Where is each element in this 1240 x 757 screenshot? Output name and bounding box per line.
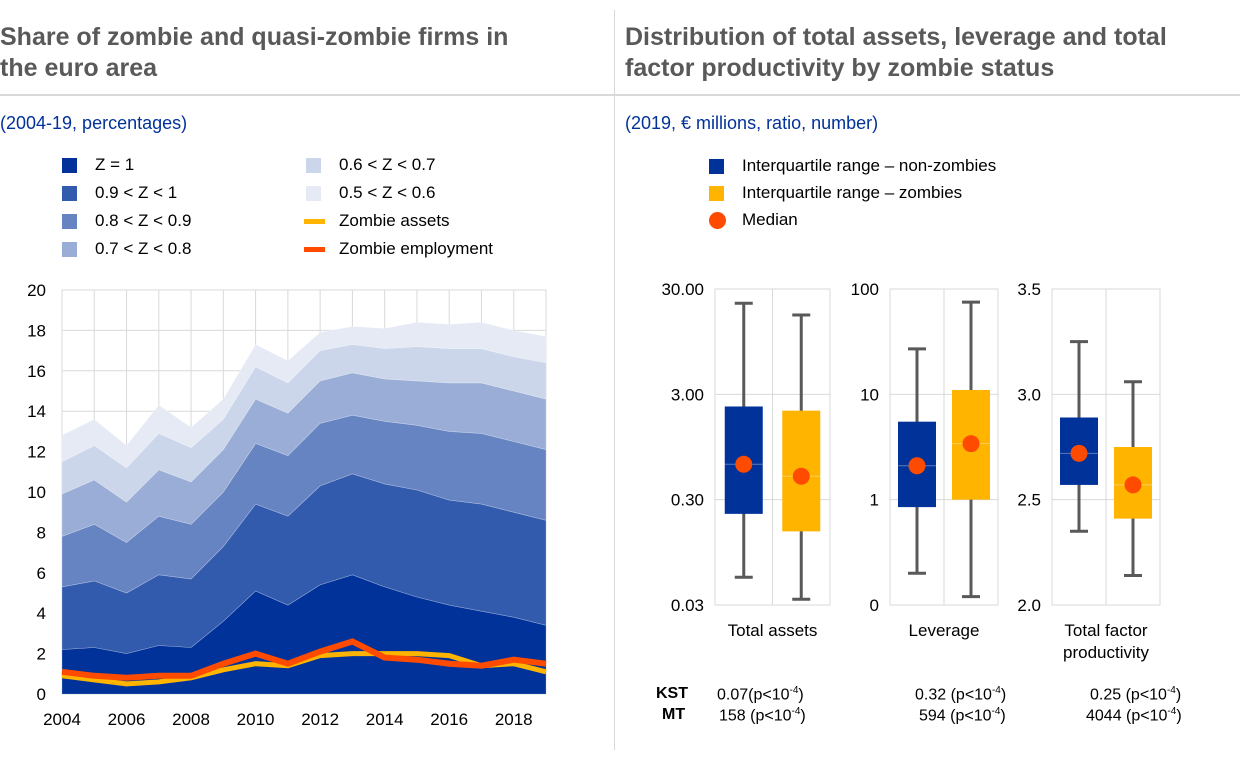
box-non-zombies — [898, 347, 936, 575]
box-zombies — [1114, 380, 1152, 578]
mt-stat-tfp: 4044 (p<10-4) — [1086, 706, 1182, 725]
line-series-zombie-employment — [61, 638, 547, 681]
x-tick-label: 2004 — [43, 710, 81, 729]
legend-label: 0.9 < Z < 1 — [95, 183, 178, 202]
kst-stat-total-assets: 0.07(p<10-4) — [717, 685, 804, 704]
y-tick-label: 2.0 — [1017, 596, 1041, 615]
y-tick-label: 100 — [851, 280, 879, 299]
mt-label: MT — [662, 706, 686, 723]
right-title-line-2: factor productivity by zombie status — [625, 54, 1055, 82]
legend-color-swatch — [306, 158, 321, 173]
legend-color-swatch — [62, 158, 77, 173]
legend-label: 0.8 < Z < 0.9 — [95, 211, 192, 230]
x-tick-label: 2014 — [366, 710, 404, 729]
x-category-label: productivity — [1063, 643, 1149, 662]
x-tick-label: 2010 — [237, 710, 275, 729]
box-zombies — [782, 313, 821, 601]
legend-label: 0.6 < Z < 0.7 — [339, 155, 436, 174]
legend-label: 0.7 < Z < 0.8 — [95, 239, 192, 258]
area-plot: 0 2 4 6 8 10 12 14 16 18 20 2004 2006 2008 2010 2012 201… — [27, 281, 547, 729]
y-tick-label: 4 — [37, 604, 46, 623]
area-series-z-1 — [61, 574, 547, 695]
box-non-zombies — [724, 301, 763, 579]
y-tick-label: 20 — [27, 281, 46, 300]
legend-label: Zombie assets — [339, 211, 450, 230]
legend-label: Median — [742, 210, 798, 229]
x-category-label: Leverage — [909, 621, 980, 640]
y-tick-label: 14 — [27, 402, 46, 421]
header-divider — [0, 94, 1240, 96]
x-category-label: Total factor — [1064, 621, 1147, 640]
median-dot — [1124, 476, 1142, 494]
y-tick-label: 3.5 — [1017, 280, 1041, 299]
legend-color-swatch — [306, 186, 321, 201]
right-chart-title: Distribution of total assets, leverage a… — [625, 22, 1167, 84]
box-non-zombies — [1060, 340, 1098, 533]
y-tick-label: 3.00 — [671, 385, 704, 404]
x-tick-label: 2008 — [172, 710, 210, 729]
left-title-line-2: the euro area — [0, 54, 158, 82]
median-dot — [1070, 444, 1088, 462]
legend-color-swatch — [62, 242, 77, 257]
x-tick-label: 2016 — [430, 710, 468, 729]
legend-color-swatch — [709, 159, 724, 174]
box-zombies — [952, 300, 990, 599]
y-tick-label: 30.00 — [661, 280, 704, 299]
area-chart: 0 2 4 6 8 10 12 14 16 18 20 2004 2006 2008 2010 2012 201… — [27, 281, 547, 729]
y-tick-label: 1 — [870, 491, 879, 510]
left-chart-title: Share of zombie and quasi-zombie firms i… — [0, 22, 508, 84]
y-tick-label: 3.0 — [1017, 385, 1041, 404]
y-tick-label: 0 — [870, 596, 879, 615]
area-series-0-5-z-0-6 — [61, 321, 547, 469]
mt-stat-leverage: 594 (p<10-4) — [919, 706, 1006, 725]
kst-stat-leverage: 0.32 (p<10-4) — [915, 685, 1007, 704]
right-title-line-1: Distribution of total assets, leverage a… — [625, 23, 1167, 51]
y-tick-label: 12 — [27, 443, 46, 462]
mt-stat-total-assets: 158 (p<10-4) — [719, 706, 806, 725]
right-chart-panel: Distribution of total assets, leverage a… — [615, 0, 1240, 757]
panel-divider-vertical — [614, 10, 615, 750]
right-chart-subtitle: (2019, € millions, ratio, number) — [625, 113, 879, 133]
x-tick-label: 2012 — [301, 710, 339, 729]
y-tick-label: 10 — [860, 385, 879, 404]
legend-label: Zombie employment — [339, 239, 494, 258]
kst-stat-tfp: 0.25 (p<10-4) — [1090, 685, 1182, 704]
x-tick-label: 2006 — [108, 710, 146, 729]
median-dot — [792, 467, 810, 485]
legend-dot-swatch — [709, 212, 726, 229]
legend-label: 0.5 < Z < 0.6 — [339, 183, 436, 202]
y-tick-label: 10 — [27, 483, 46, 502]
legend-line-swatch — [304, 219, 325, 224]
legend-label: Interquartile range – zombies — [742, 183, 963, 202]
y-tick-label: 0.30 — [671, 491, 704, 510]
x-category-label: Total assets — [728, 621, 818, 640]
legend-label: Interquartile range – non-zombies — [742, 156, 997, 175]
median-dot — [735, 455, 753, 473]
left-title-line-1: Share of zombie and quasi-zombie firms i… — [0, 23, 509, 51]
legend-color-swatch — [709, 186, 724, 201]
y-tick-label: 18 — [27, 321, 46, 340]
legend-label: Z = 1 — [95, 155, 135, 174]
y-tick-label: 2 — [37, 645, 46, 664]
legend-line-swatch — [304, 247, 325, 252]
median-dot — [962, 435, 980, 453]
y-tick-label: 0.03 — [671, 596, 704, 615]
left-chart-panel: Share of zombie and quasi-zombie firms i… — [0, 0, 614, 757]
y-tick-label: 6 — [37, 564, 46, 583]
left-chart-subtitle: (2004-19, percentages) — [0, 113, 188, 133]
y-tick-label: 0 — [37, 685, 46, 704]
legend-color-swatch — [62, 186, 77, 201]
y-tick-label: 16 — [27, 362, 46, 381]
legend-color-swatch — [62, 214, 77, 229]
y-tick-label: 2.5 — [1017, 491, 1041, 510]
y-tick-label: 8 — [37, 523, 46, 542]
kst-label: KST — [656, 685, 688, 702]
x-tick-label: 2018 — [495, 710, 533, 729]
median-dot — [908, 457, 926, 475]
